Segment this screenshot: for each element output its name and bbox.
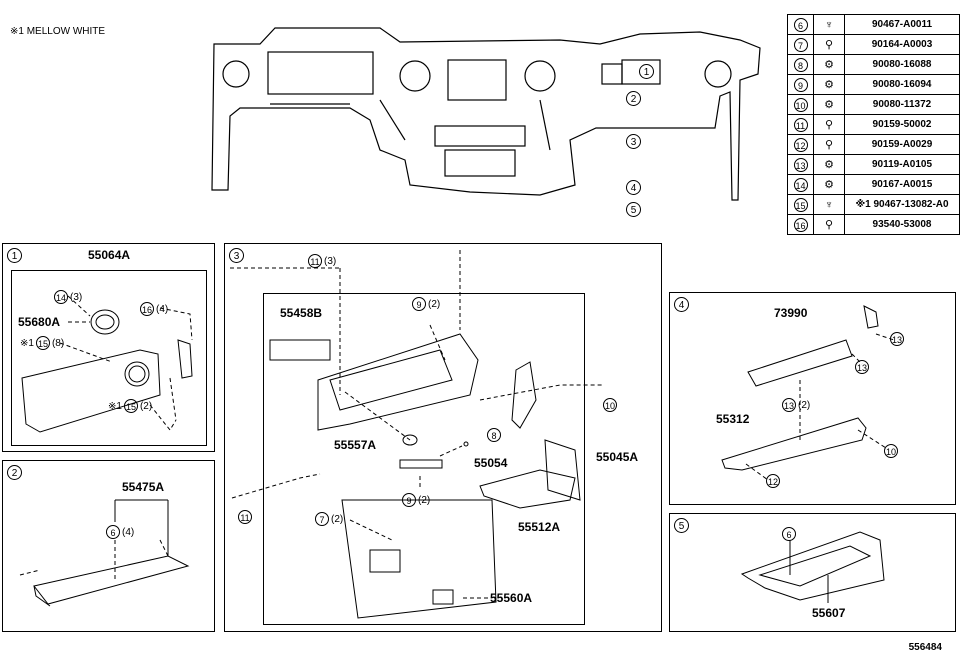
table-row: 15♆※1 90467-13082-A0 (787, 194, 960, 215)
overview-callout-5: 5 (626, 202, 641, 217)
tag-13-qty: 13(2) (782, 398, 811, 412)
panel-number: 3 (229, 248, 244, 263)
tag-13-top: 13 (890, 332, 904, 346)
part-55557A: 55557A (334, 438, 377, 452)
screw-icon: ⚲ (813, 34, 845, 55)
overview-callout-2: 2 (626, 91, 641, 106)
figure-id: 556484 (908, 642, 942, 653)
screw-icon: ⚲ (813, 214, 845, 235)
table-row: 10⚙90080-11372 (787, 94, 960, 115)
panel-4: 4 (669, 292, 956, 505)
part-55054: 55054 (474, 456, 508, 470)
table-row: 7⚲90164-A0003 (787, 34, 960, 55)
table-row: 16⚲93540-53008 (787, 214, 960, 235)
part-55458B: 55458B (280, 306, 323, 320)
tag-6-p5: 6 (782, 527, 796, 541)
table-row: 14⚙90167-A0015 (787, 174, 960, 195)
mellow-white-note: ※1 MELLOW WHITE (10, 26, 106, 37)
overview-callout-4: 4 (626, 180, 641, 195)
part-55512A: 55512A (518, 520, 561, 534)
panel-number: 2 (7, 465, 22, 480)
panel-number: 4 (674, 297, 689, 312)
panel-3-inner-frame (263, 293, 585, 625)
table-row: 13⚙90119-A0105 (787, 154, 960, 175)
tag-16: 16(4) (140, 302, 169, 316)
tag-7: 7(2) (315, 512, 343, 526)
panel-number: 1 (7, 248, 22, 263)
tag-14: 14(3) (54, 290, 83, 304)
bolt-icon: ⚙ (813, 154, 845, 175)
panel-5: 5 (669, 513, 956, 632)
tag-12: 12 (766, 474, 780, 488)
clip-icon: ♆ (813, 14, 845, 35)
hardware-reference-table: 6♆90467-A0011 7⚲90164-A0003 8⚙90080-1608… (787, 14, 960, 235)
clip-icon: ♆ (813, 194, 845, 215)
tag-10: 10 (603, 398, 617, 412)
screw-icon: ⚲ (813, 134, 845, 155)
tag-11a: 11(3) (308, 254, 336, 268)
part-55475A: 55475A (122, 480, 165, 494)
panel-1-inner-frame (11, 270, 207, 446)
table-row: 12⚲90159-A0029 (787, 134, 960, 155)
overview-callout-1: 1 (639, 64, 654, 79)
tag-10-p4: 10 (884, 444, 898, 458)
tag-9b: 9(2) (402, 493, 430, 507)
bolt-icon: ⚙ (813, 174, 845, 195)
tag-6: 6(4) (106, 525, 134, 539)
part-55607: 55607 (812, 606, 846, 620)
part-55560A: 55560A (490, 591, 533, 605)
tag-13-right: 13 (855, 360, 869, 374)
dash-reinforcement-outline (211, 27, 761, 201)
part-73990: 73990 (774, 306, 808, 320)
overview-callout-3: 3 (626, 134, 641, 149)
panel-3: 3 (224, 243, 662, 632)
table-row: 11⚲90159-50002 (787, 114, 960, 135)
part-55045A: 55045A (596, 450, 639, 464)
tag-9a: 9(2) (412, 297, 440, 311)
table-row: 6♆90467-A0011 (787, 14, 960, 35)
tag-8: 8 (487, 428, 501, 442)
bolt-icon: ⚙ (813, 74, 845, 95)
panel-1: 1 (2, 243, 215, 452)
bolt-icon: ⚙ (813, 94, 845, 115)
screw-icon: ⚲ (813, 114, 845, 135)
panel-number: 5 (674, 518, 689, 533)
part-55312: 55312 (716, 412, 750, 426)
part-55680A: 55680A (18, 315, 61, 329)
part-55064A: 55064A (88, 248, 131, 262)
table-row: 9⚙90080-16094 (787, 74, 960, 95)
bolt-icon: ⚙ (813, 54, 845, 75)
table-row: 8⚙90080-16088 (787, 54, 960, 75)
panel-2: 2 (2, 460, 215, 632)
tag-11b: 11 (238, 510, 252, 524)
